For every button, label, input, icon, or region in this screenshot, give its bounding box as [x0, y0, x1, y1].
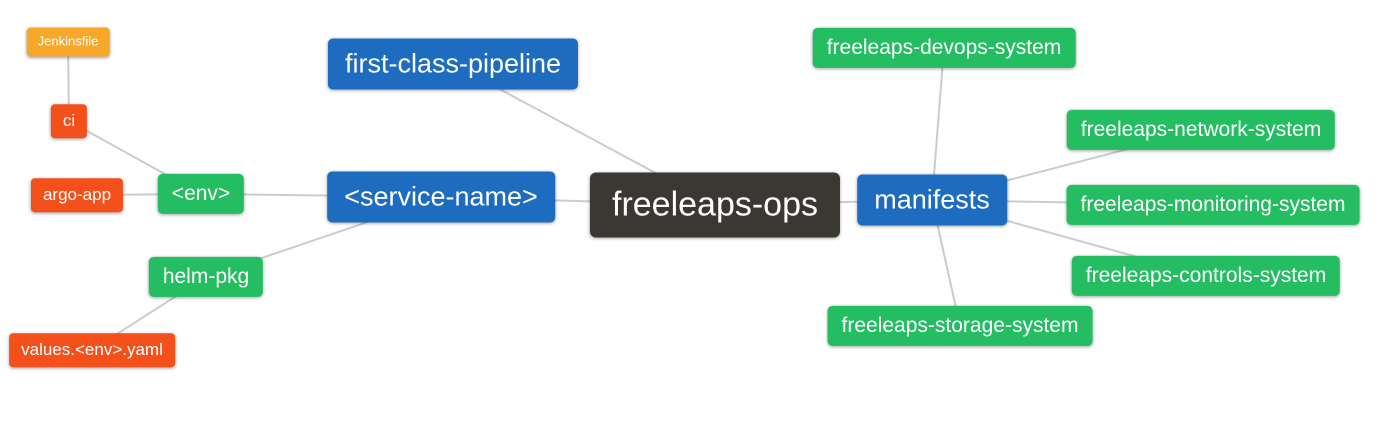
node-storage-system[interactable]: freeleaps-storage-system: [827, 305, 1093, 347]
node-env[interactable]: <env>: [157, 173, 245, 215]
node-jenkinsfile[interactable]: Jenkinsfile: [26, 27, 110, 57]
node-monitoring-system[interactable]: freeleaps-monitoring-system: [1066, 184, 1360, 226]
node-ci[interactable]: ci: [50, 104, 88, 138]
node-network-system[interactable]: freeleaps-network-system: [1066, 109, 1336, 151]
node-service-name[interactable]: <service-name>: [327, 171, 555, 223]
node-first-class-pipeline[interactable]: first-class-pipeline: [327, 38, 579, 90]
node-argo-app[interactable]: argo-app: [30, 178, 124, 212]
node-values-env-yaml[interactable]: values.<env>.yaml: [9, 333, 175, 367]
node-devops-system[interactable]: freeleaps-devops-system: [812, 27, 1076, 69]
node-freeleaps-ops[interactable]: freeleaps-ops: [589, 172, 841, 238]
node-helm-pkg[interactable]: helm-pkg: [148, 256, 264, 298]
node-controls-system[interactable]: freeleaps-controls-system: [1071, 255, 1341, 297]
node-manifests[interactable]: manifests: [857, 174, 1007, 226]
